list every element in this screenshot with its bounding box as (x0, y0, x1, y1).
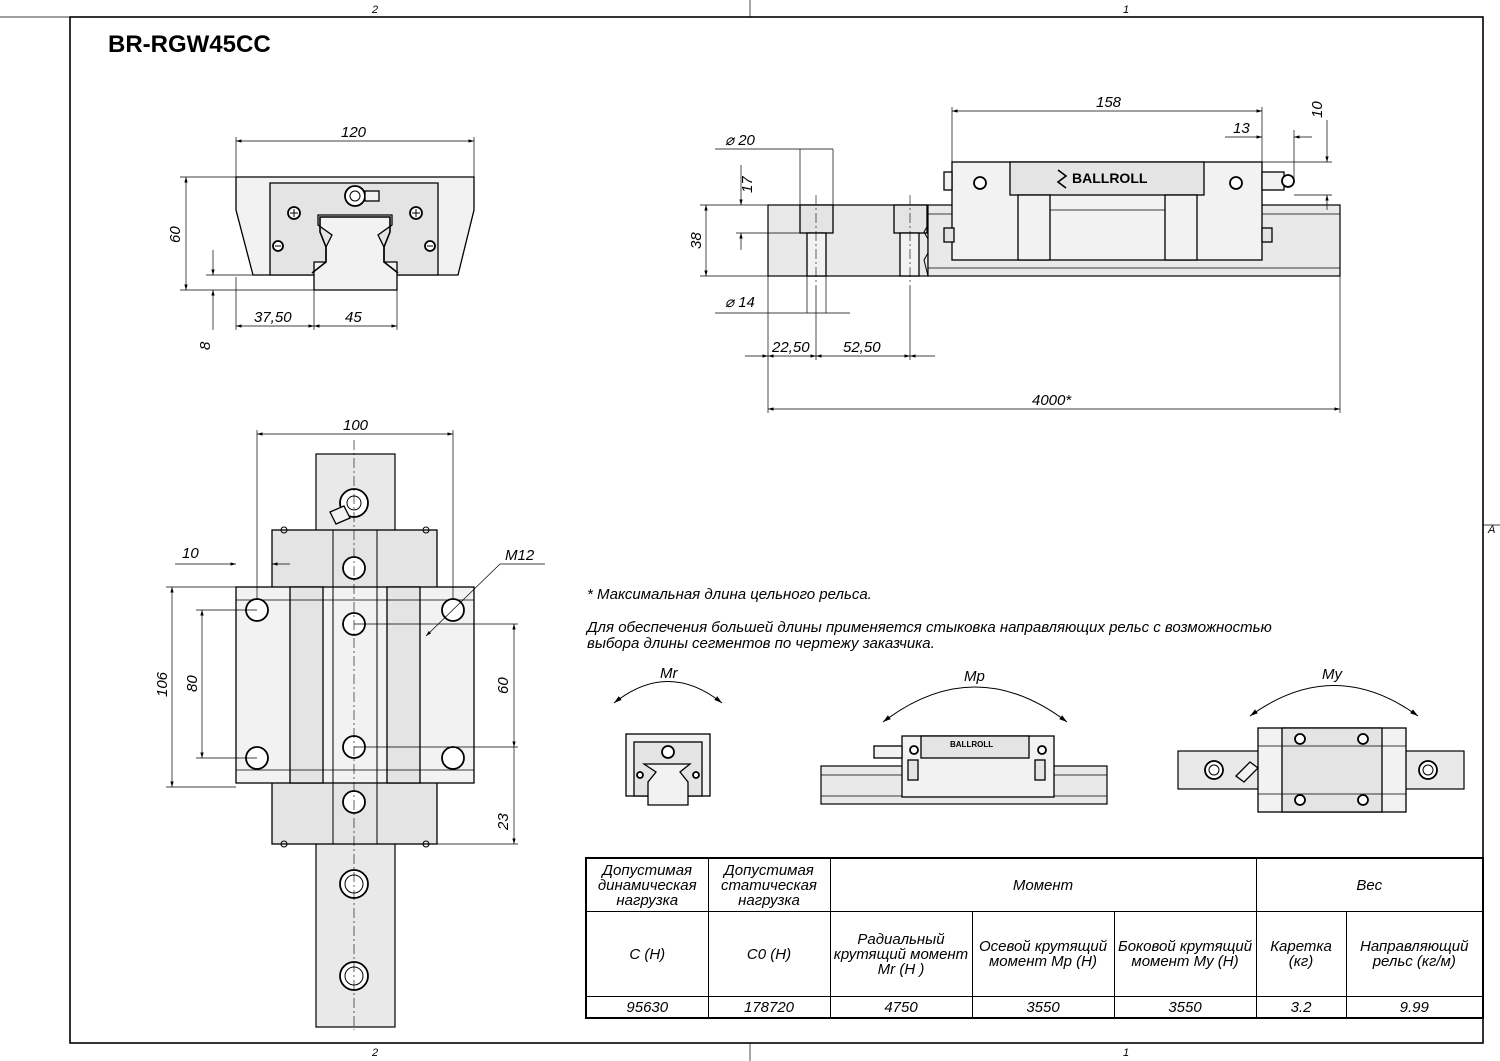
moment-mp-label: Mp (964, 668, 985, 685)
dim-nipple-height: 10 (1309, 101, 1326, 118)
dim-thread: M12 (505, 547, 535, 564)
side-view: BALLROLL ⌀ 20 ⌀ 14 17 38 22,50 52,50 400… (688, 94, 1341, 413)
note-max-length: * Максимальная длина цельного рельса. (587, 586, 872, 603)
subheader-my: Боковой крутящий момент My (H) (1113, 911, 1257, 997)
subheader-rail: Направляющий рельс (кг/м) (1345, 911, 1484, 997)
dim-dia-head: ⌀ 20 (725, 132, 756, 149)
subheader-c0: C0 (H) (707, 911, 831, 997)
dim-hole-spacing-wide: 60 (495, 677, 512, 694)
dim-hole-spacing-long: 80 (184, 675, 201, 692)
header-static-load: Допустимая статическая нагрузка (707, 857, 831, 912)
value-mp: 3550 (971, 996, 1115, 1019)
dim-hole-pitch: 52,50 (843, 339, 881, 356)
moment-my-label: My (1322, 666, 1343, 683)
dim-block-length: 158 (1096, 94, 1122, 111)
subheader-mp: Осевой крутящий момент Mp (H) (971, 911, 1115, 997)
subheader-mr: Радиальный крутящий момент Mr (H ) (829, 911, 973, 997)
dim-rail-height: 38 (688, 232, 705, 249)
zone-label-bottom-right: 1 (1123, 1047, 1129, 1059)
zone-label-right: A (1487, 524, 1495, 536)
moment-mr-diagram: Mr (613, 665, 723, 806)
dim-dia-hole: ⌀ 14 (725, 294, 755, 311)
value-carriage: 3.2 (1255, 996, 1347, 1019)
value-rail: 9.99 (1345, 996, 1484, 1019)
value-my: 3550 (1113, 996, 1257, 1019)
brand-label-side: BALLROLL (1072, 170, 1148, 186)
table-subheader-row: C (H) C0 (H) Радиальный крутящий момент … (585, 911, 1484, 997)
header-moment: Момент (829, 857, 1257, 912)
dim-block-len: 106 (154, 671, 171, 697)
dim-flange: 10 (182, 545, 199, 562)
moment-mr-label: Mr (660, 665, 678, 682)
dim-nipple-offset: 13 (1233, 120, 1250, 137)
value-c: 95630 (585, 996, 709, 1019)
table-row: 95630 178720 4750 3550 3550 3.2 9.99 (585, 996, 1484, 1019)
subheader-carriage: Каретка (кг) (1255, 911, 1347, 997)
spec-table: Допустимая динамическая нагрузка Допусти… (585, 857, 1485, 1019)
model-title: BR-RGW45CC (108, 31, 271, 58)
brand-label-mp: BALLROLL (950, 740, 993, 749)
zone-label-bottom-left: 2 (371, 1047, 378, 1059)
zone-label-top-right: 1 (1123, 4, 1129, 16)
subheader-c: C (H) (585, 911, 709, 997)
front-view: 120 60 8 37,50 45 (167, 124, 475, 350)
dim-rail-width: 45 (345, 309, 362, 326)
header-dynamic-load: Допустимая динамическая нагрузка (585, 857, 709, 912)
table-header-row: Допустимая динамическая нагрузка Допусти… (585, 857, 1484, 912)
note-joint-line1: Для обеспечения большей длины применяетс… (585, 619, 1272, 636)
dim-rail-center: 37,50 (254, 309, 292, 326)
dim-front-width: 120 (341, 124, 367, 141)
zone-label-top-left: 2 (371, 4, 378, 16)
brand-logo-icon (1056, 169, 1068, 189)
dim-counterbore: 17 (739, 176, 756, 193)
top-view: 100 10 M12 106 80 60 23 (154, 417, 545, 1030)
dim-hole-start: 22,50 (771, 339, 810, 356)
dim-front-height: 60 (167, 226, 184, 243)
moment-my-diagram: My (1177, 666, 1465, 813)
dim-rail-offset: 8 (197, 341, 214, 350)
moment-mp-diagram: Mp BALLROLL (820, 668, 1108, 805)
dim-end-offset: 23 (495, 813, 512, 831)
value-c0: 178720 (707, 996, 831, 1019)
dim-rail-length: 4000* (1032, 392, 1072, 409)
dim-top-width: 100 (343, 417, 369, 434)
value-mr: 4750 (829, 996, 973, 1019)
header-weight: Вес (1255, 857, 1484, 912)
note-joint-line2: выбора длины сегментов по чертежу заказч… (587, 635, 935, 652)
